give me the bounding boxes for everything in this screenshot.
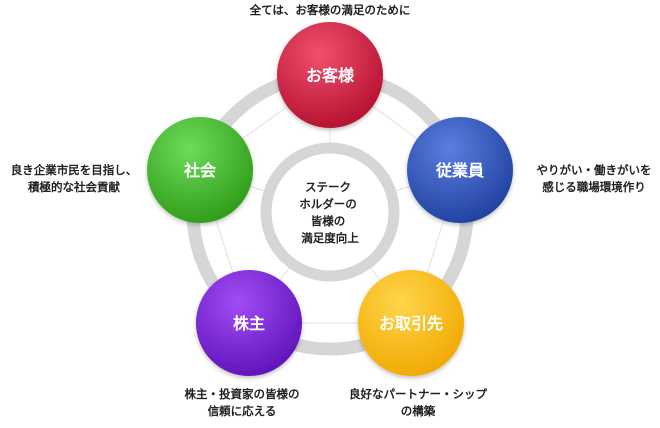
node-partners: お取引先	[358, 270, 464, 376]
node-customers-label: お客様	[306, 66, 355, 85]
caption-shareholders: 株主・投資家の皆様の 信頼に応える	[184, 387, 300, 418]
node-shareholders: 株主	[196, 270, 302, 376]
center-label: ステーク ホルダーの 皆様の 満足度向上	[299, 180, 361, 245]
node-society-label: 社会	[183, 161, 216, 180]
node-employees-label: 従業員	[435, 161, 484, 180]
caption-employees: やりがい・働きがいを 感じる職場環境作り	[536, 163, 652, 194]
center-line-4: 満足度向上	[301, 231, 359, 245]
center-line-3: 皆様の	[311, 214, 346, 228]
center-line-1: ステーク	[305, 180, 351, 194]
center-line-2: ホルダーの	[299, 197, 357, 211]
node-society: 社会	[147, 117, 253, 223]
node-shareholders-label: 株主	[233, 314, 265, 333]
caption-customers: 全ては、お客様の満足のために	[249, 3, 411, 17]
node-partners-label: お取引先	[379, 314, 443, 333]
caption-society: 良き企業市民を目指し、 積極的な社会貢献	[10, 163, 138, 194]
caption-partners: 良好なパートナー・シップ の構築	[349, 387, 487, 418]
inner-ring	[260, 142, 400, 282]
node-employees: 従業員	[407, 117, 513, 223]
node-customers: お客様	[277, 22, 383, 128]
